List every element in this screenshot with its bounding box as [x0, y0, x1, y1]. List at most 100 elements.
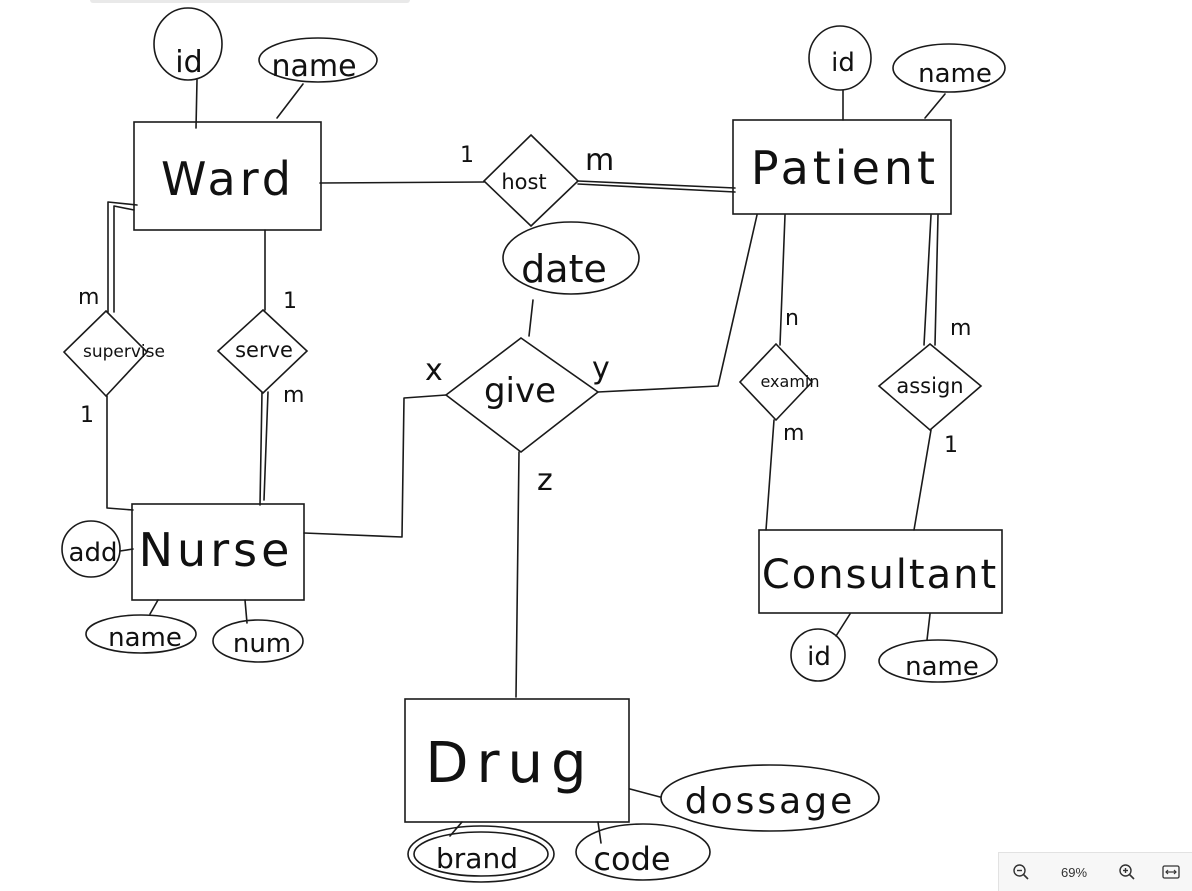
entity-ward-label: Ward — [161, 152, 295, 206]
entity-patient-label: Patient — [751, 141, 939, 195]
attribute-patient-name-label: name — [918, 59, 992, 89]
relationship-host[interactable]: host — [482, 133, 580, 228]
zoom-out-icon — [1013, 864, 1029, 880]
card-examine-patient: n — [785, 306, 799, 331]
line-ward-host — [319, 181, 485, 184]
card-supervise-ward: m — [78, 285, 99, 310]
relationship-assign[interactable]: assign — [877, 342, 983, 432]
entity-drug[interactable]: Drug — [404, 698, 630, 823]
attribute-drug-dosage-label: dossage — [685, 781, 855, 822]
card-host-ward: 1 — [460, 143, 474, 168]
entity-nurse-label: Nurse — [139, 523, 294, 577]
line-patient-assign — [923, 214, 932, 346]
line-serve-nurse-2 — [263, 391, 269, 501]
zoom-in-button[interactable] — [1114, 859, 1140, 885]
attribute-ward-id-label: id — [175, 45, 202, 80]
line-ward-supervise — [107, 201, 138, 313]
relationship-host-label: host — [501, 170, 546, 194]
line-examine-consultant — [765, 419, 775, 531]
line-consultant-id — [835, 613, 851, 637]
line-ward-id — [195, 79, 198, 129]
entity-consultant-label: Consultant — [762, 552, 998, 598]
relationship-serve-label: serve — [235, 338, 293, 362]
line-nurse-name — [149, 599, 159, 615]
relationship-serve[interactable]: serve — [216, 308, 309, 395]
card-examine-consultant: m — [783, 421, 804, 446]
top-scroll-strip — [90, 0, 410, 3]
zoom-out-button[interactable] — [1008, 859, 1034, 885]
line-host-date — [528, 299, 534, 337]
attribute-patient-id[interactable]: id — [808, 25, 872, 91]
attribute-consultant-id-label: id — [807, 642, 831, 672]
fit-width-icon — [1162, 865, 1180, 879]
attribute-nurse-add[interactable]: add — [61, 520, 121, 578]
line-host-patient-2 — [577, 183, 736, 193]
entity-nurse[interactable]: Nurse — [131, 503, 305, 601]
relationship-give[interactable]: give — [444, 337, 600, 454]
attribute-ward-name-label: name — [271, 49, 356, 84]
line-host-patient — [577, 180, 736, 189]
attribute-drug-code[interactable]: code — [575, 823, 711, 881]
card-host-patient: m — [585, 143, 614, 178]
attribute-drug-brand[interactable]: brand — [407, 825, 555, 883]
attribute-ward-name[interactable]: name — [258, 37, 378, 84]
attribute-nurse-name-label: name — [108, 623, 182, 653]
connector-lines — [106, 79, 946, 844]
attribute-ward-id[interactable]: id — [153, 7, 223, 81]
cardinality-labels: 1 m m 1 1 m x y z n m m 1 — [78, 143, 971, 498]
entity-patient[interactable]: Patient — [732, 119, 952, 215]
attribute-drug-dosage[interactable]: dossage — [660, 764, 880, 832]
line-consultant-name — [926, 613, 931, 641]
card-give-drug: z — [537, 463, 553, 498]
line-drug-dosage — [629, 788, 661, 798]
attribute-nurse-num-label: num — [233, 629, 291, 659]
card-supervise-nurse: 1 — [80, 403, 94, 428]
entity-ward[interactable]: Ward — [133, 121, 322, 231]
card-assign-consultant: 1 — [944, 433, 958, 458]
entity-consultant[interactable]: Consultant — [758, 529, 1003, 614]
card-serve-nurse: m — [283, 383, 304, 408]
attribute-consultant-name[interactable]: name — [878, 639, 998, 683]
attribute-consultant-id[interactable]: id — [790, 628, 846, 682]
relationship-give-label: give — [484, 371, 556, 411]
entity-drug-label: Drug — [425, 731, 594, 796]
line-drug-code — [597, 821, 602, 844]
attribute-patient-name[interactable]: name — [892, 43, 1006, 93]
attribute-nurse-add-label: add — [69, 538, 118, 568]
attribute-consultant-name-label: name — [905, 652, 979, 682]
line-nurse-give — [303, 394, 447, 538]
line-assign-consultant — [913, 429, 932, 531]
relationship-examine-label: examin — [760, 372, 819, 391]
attribute-drug-code-label: code — [593, 840, 670, 878]
relationship-assign-label: assign — [896, 374, 963, 398]
card-give-nurse: x — [425, 353, 443, 388]
line-ward-name — [276, 83, 304, 119]
line-give-drug — [515, 451, 520, 698]
attribute-patient-id-label: id — [831, 48, 855, 78]
fit-width-button[interactable] — [1158, 859, 1184, 885]
relationship-examine[interactable]: examin — [738, 342, 820, 422]
attribute-drug-brand-label: brand — [436, 842, 518, 875]
line-patient-name — [924, 93, 946, 119]
line-patient-assign-2 — [934, 214, 939, 346]
relationship-supervise-label: supervise — [83, 342, 165, 362]
attribute-nurse-num[interactable]: num — [212, 619, 304, 663]
zoom-in-icon — [1119, 864, 1135, 880]
line-nurse-num — [244, 599, 248, 624]
line-nurse-add — [119, 548, 134, 552]
line-serve-nurse — [259, 391, 263, 506]
line-ward-supervise-2 — [113, 205, 135, 313]
zoom-level: 69% — [1060, 864, 1088, 880]
line-patient-examine — [779, 214, 786, 346]
card-serve-ward: 1 — [283, 289, 297, 314]
line-supervise-nurse — [106, 395, 134, 511]
attribute-nurse-name[interactable]: name — [85, 614, 197, 654]
attribute-host-date[interactable]: date — [502, 221, 640, 295]
zoom-toolbar: 69% — [998, 852, 1192, 891]
card-assign-patient: m — [950, 316, 971, 341]
relationship-supervise[interactable]: supervise — [62, 309, 165, 398]
card-give-patient: y — [592, 351, 610, 386]
attribute-host-date-label: date — [521, 247, 607, 291]
line-give-patient — [597, 214, 758, 393]
